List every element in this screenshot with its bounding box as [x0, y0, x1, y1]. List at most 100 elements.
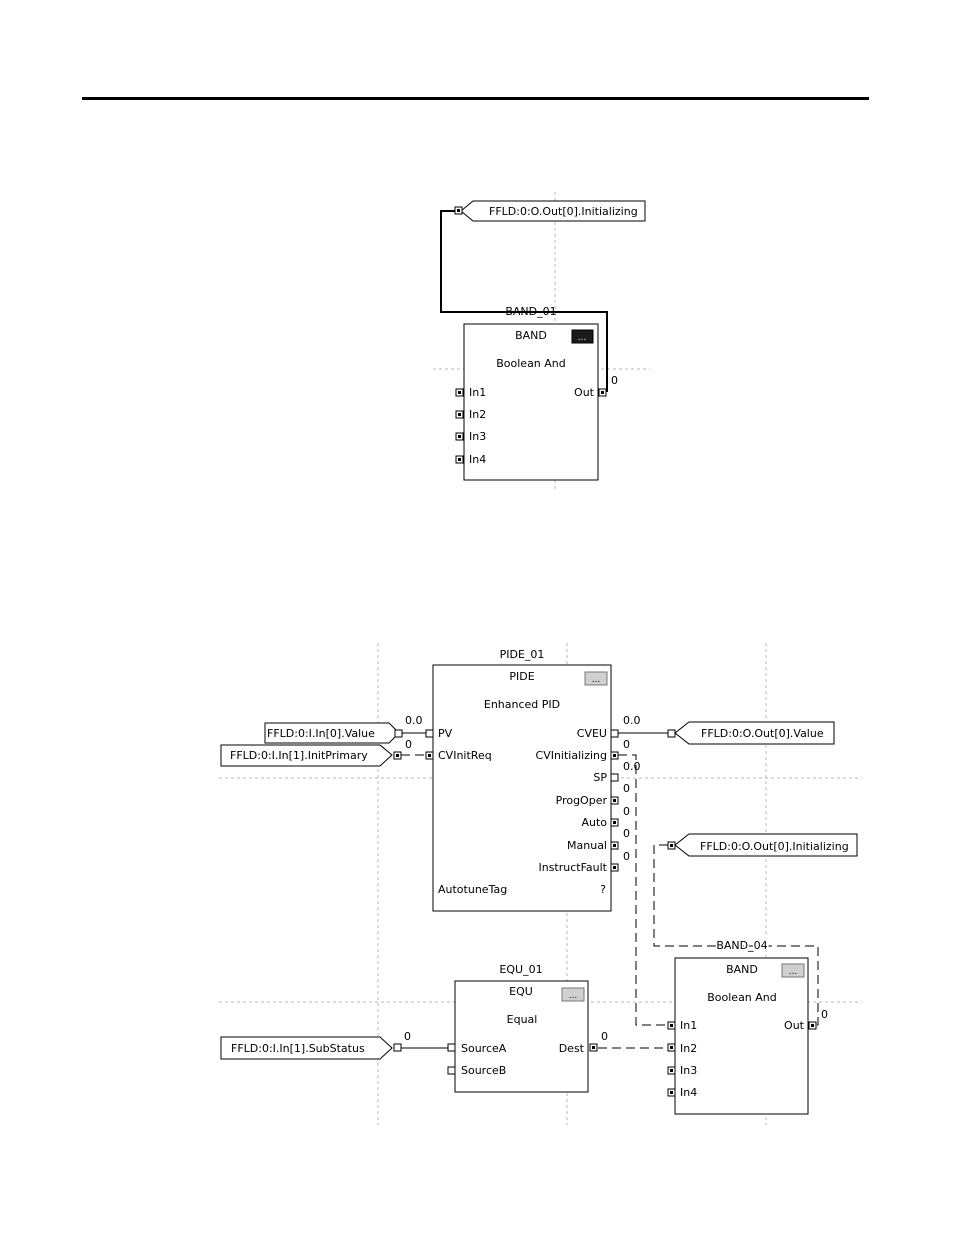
input-pin-in3[interactable]: [455, 432, 464, 441]
block-type: PIDE: [509, 670, 534, 683]
block-description: Enhanced PID: [484, 698, 560, 711]
pide-01-block[interactable]: PIDE_01 PIDE ... Enhanced PID PV 0.0 CVI…: [405, 648, 641, 912]
input-value: 0.0: [405, 714, 423, 727]
output-label: Out: [784, 1019, 805, 1032]
input-pin-sourceb[interactable]: [447, 1066, 456, 1075]
svg-text:...: ...: [789, 967, 798, 977]
input-pin-sourcea[interactable]: [447, 1043, 456, 1052]
ref-label: FFLD:0:I.In[0].Value: [267, 727, 375, 740]
output-label: Dest: [559, 1042, 585, 1055]
input-pin-in1[interactable]: [455, 388, 464, 397]
output-pin-instructfault[interactable]: [610, 863, 619, 872]
ref-label: FFLD:0:O.Out[0].Value: [701, 727, 824, 740]
output-label: Out: [574, 386, 595, 399]
block-tag: BAND_01: [505, 305, 556, 318]
header-rule: [82, 97, 869, 100]
properties-button[interactable]: ...: [571, 329, 594, 344]
ref-label: FFLD:0:I.In[1].InitPrimary: [230, 749, 368, 762]
output-pin-out[interactable]: [808, 1021, 817, 1030]
output-reference-initializing-2[interactable]: FFLD:0:O.Out[0].Initializing: [667, 833, 858, 857]
output-value: 0: [623, 805, 630, 818]
output-reference-initializing-1[interactable]: FFLD:0:O.Out[0].Initializing: [454, 200, 646, 222]
wire-out-to-initializing: [440, 210, 608, 392]
output-pin-dest[interactable]: [589, 1043, 598, 1052]
properties-button[interactable]: ...: [781, 963, 805, 978]
input-label: In4: [469, 453, 486, 466]
input-pin-in2[interactable]: [667, 1043, 676, 1052]
output-pin-manual[interactable]: [610, 841, 619, 850]
ref-label: FFLD:0:O.Out[0].Initializing: [489, 205, 638, 218]
svg-text:...: ...: [569, 991, 578, 1001]
block-description: Boolean And: [496, 357, 566, 370]
band-01-block[interactable]: BAND_01 BAND ... Boolean And In1 In2 In3…: [455, 305, 618, 481]
input-label: SourceA: [461, 1042, 507, 1055]
svg-text:...: ...: [578, 333, 587, 343]
output-pin-auto[interactable]: [610, 818, 619, 827]
output-label: CVEU: [577, 727, 607, 740]
output-label: SP: [593, 771, 607, 784]
input-label: In1: [680, 1019, 697, 1032]
input-pin-in1[interactable]: [667, 1021, 676, 1030]
input-pin-cvinitreq[interactable]: [425, 751, 434, 760]
input-reference-substatus[interactable]: FFLD:0:I.In[1].SubStatus: [220, 1036, 402, 1060]
properties-button[interactable]: ...: [561, 987, 585, 1002]
output-pin-progoper[interactable]: [610, 796, 619, 805]
input-pin-in2[interactable]: [455, 410, 464, 419]
block-type: BAND: [515, 329, 547, 342]
input-label: In1: [469, 386, 486, 399]
output-label: InstructFault: [538, 861, 607, 874]
output-value: 0: [623, 738, 630, 751]
band-04-block[interactable]: BAND_04 BAND ... Boolean And In1 In2 In3…: [667, 938, 828, 1115]
output-label: ProgOper: [556, 794, 608, 807]
block-type: BAND: [726, 963, 758, 976]
output-value: 0: [623, 782, 630, 795]
diagram-1: FFLD:0:O.Out[0].Initializing BAND_01 BAN…: [433, 192, 650, 490]
properties-button[interactable]: ...: [584, 671, 608, 686]
output-value: 0: [623, 827, 630, 840]
ref-label: FFLD:0:O.Out[0].Initializing: [700, 840, 849, 853]
output-value: 0: [821, 1008, 828, 1021]
block-tag: PIDE_01: [500, 648, 545, 661]
block-type: EQU: [509, 985, 533, 998]
input-reference-initprimary[interactable]: FFLD:0:I.In[1].InitPrimary: [220, 744, 402, 767]
input-value: 0: [404, 1030, 411, 1043]
output-value: 0.0: [623, 760, 641, 773]
ref-label: FFLD:0:I.In[1].SubStatus: [231, 1042, 365, 1055]
output-label: CVInitializing: [536, 749, 607, 762]
input-pin-in3[interactable]: [667, 1066, 676, 1075]
output-value: 0: [623, 850, 630, 863]
input-label: In3: [680, 1064, 697, 1077]
output-value: 0: [601, 1030, 608, 1043]
input-label: In3: [469, 430, 486, 443]
input-pin-in4[interactable]: [667, 1088, 676, 1097]
input-label: In2: [680, 1042, 697, 1055]
output-pin-sp[interactable]: [610, 773, 619, 782]
input-pin-pv[interactable]: [425, 729, 434, 738]
block-tag: EQU_01: [499, 963, 542, 976]
input-label: CVInitReq: [438, 749, 492, 762]
block-description: Boolean And: [707, 991, 777, 1004]
output-label: Manual: [567, 839, 607, 852]
wire-cvinitializing-to-in1: [618, 754, 668, 1026]
input-label: SourceB: [461, 1064, 506, 1077]
block-tag: BAND_04: [716, 939, 767, 952]
output-label: Auto: [581, 816, 607, 829]
input-pin-in4[interactable]: [455, 455, 464, 464]
block-description: Equal: [507, 1013, 538, 1026]
output-value: 0.0: [623, 714, 641, 727]
output-pin-out[interactable]: [598, 388, 607, 397]
wire-out-to-initializing-2: [653, 844, 819, 1026]
input-label: In4: [680, 1086, 697, 1099]
input-reference-pv[interactable]: FFLD:0:I.In[0].Value: [264, 722, 403, 744]
output-pin-cveu[interactable]: [610, 729, 619, 738]
input-value: 0: [405, 738, 412, 751]
output-pin-cvinitializing[interactable]: [610, 751, 619, 760]
input-label: In2: [469, 408, 486, 421]
output-reference-value[interactable]: FFLD:0:O.Out[0].Value: [667, 721, 835, 745]
input-label: PV: [438, 727, 453, 740]
output-value: 0: [611, 374, 618, 387]
diagram-2: FFLD:0:I.In[0].Value FFLD:0:I.In[1].Init…: [219, 643, 862, 1125]
equ-01-block[interactable]: EQU_01 EQU ... Equal SourceA 0 SourceB D…: [404, 963, 608, 1093]
svg-text:...: ...: [592, 675, 601, 685]
